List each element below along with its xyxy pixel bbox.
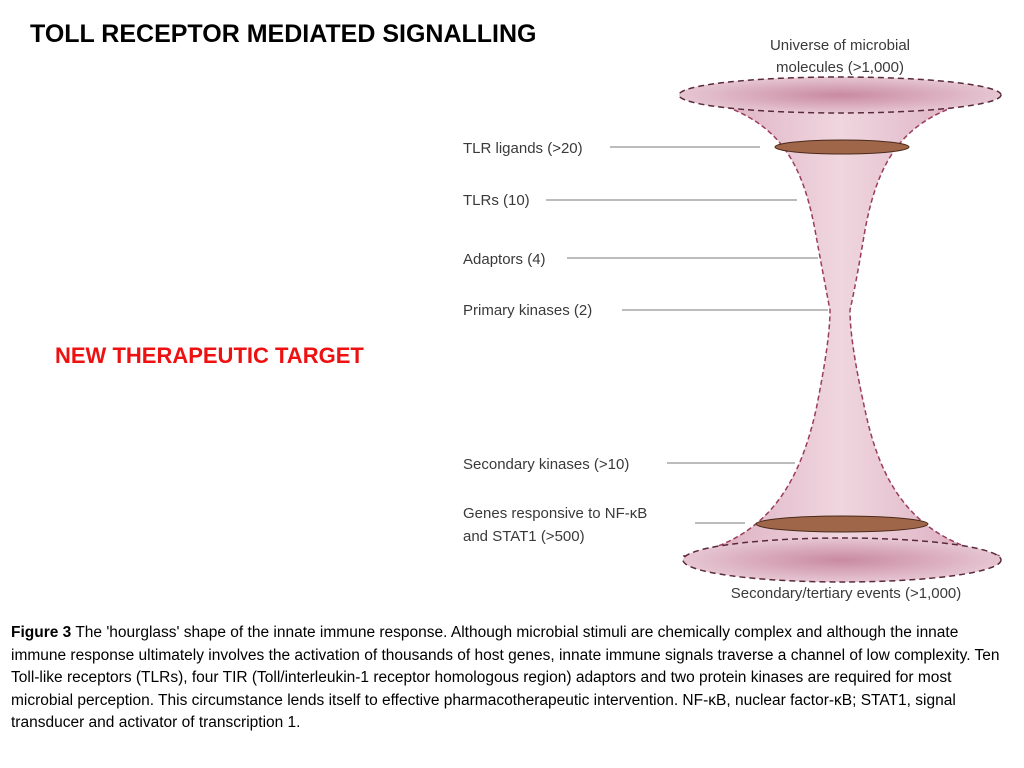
hourglass-funnel — [680, 95, 1001, 556]
bottom-opening — [682, 537, 1002, 583]
top-opening — [678, 76, 1002, 114]
caption-text: The 'hourglass' shape of the innate immu… — [11, 624, 1000, 731]
level-label-genes: Genes responsive to NF-κB — [463, 505, 647, 522]
top-label: molecules (>1,000) — [776, 59, 904, 76]
level-label-adaptors: Adaptors (4) — [463, 251, 546, 268]
level-label-genes: and STAT1 (>500) — [463, 528, 585, 545]
tlr-ligands-disc — [774, 139, 910, 155]
therapeutic-target-callout: NEW THERAPEUTIC TARGET — [55, 343, 364, 368]
top-label: Universe of microbial — [770, 37, 910, 54]
genes-disc — [755, 515, 929, 533]
hourglass-diagram: Universe of microbial molecules (>1,000)… — [463, 37, 1002, 602]
slide-title: TOLL RECEPTOR MEDIATED SIGNALLING — [30, 20, 537, 48]
bottom-label: Secondary/tertiary events (>1,000) — [731, 585, 962, 602]
level-label-tlrs: TLRs (10) — [463, 192, 530, 209]
level-label-secondary-kinases: Secondary kinases (>10) — [463, 456, 629, 473]
figure-caption: Figure 3 The 'hourglass' shape of the in… — [11, 622, 1015, 735]
caption-label: Figure 3 — [11, 624, 72, 641]
level-label-tlr-ligands: TLR ligands (>20) — [463, 140, 583, 157]
level-label-primary-kinases: Primary kinases (2) — [463, 302, 592, 319]
